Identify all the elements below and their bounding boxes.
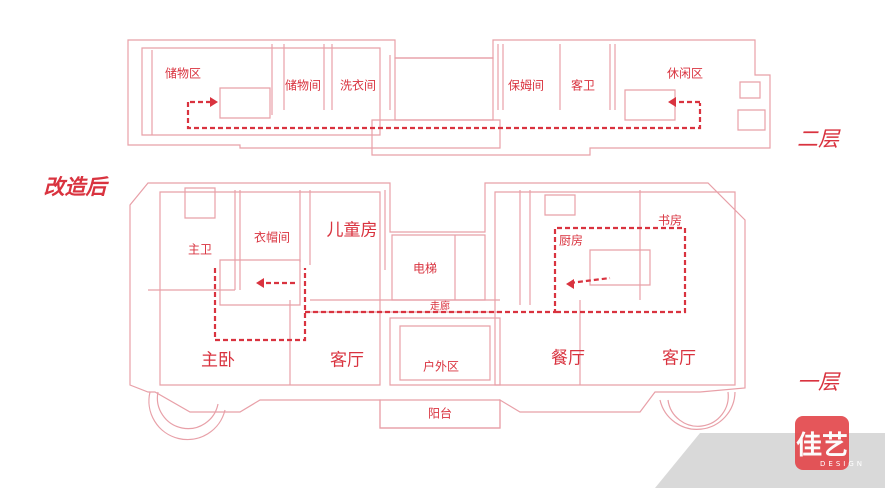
floor-label-lower: 一层 [797,370,839,394]
brand-logo: 佳艺 [795,416,849,470]
lower-route-arrow-right [569,276,611,285]
brand-logo-text: DESIGN [820,460,865,468]
room-label: 衣帽间 [253,230,291,245]
room-label: 阳台 [427,406,453,421]
room-label: 走廊 [430,301,450,313]
lower-floor-outline [129,182,746,441]
floor-label-upper: 二层 [797,127,839,151]
room-label: 储物间 [284,78,322,93]
room-label: 客厅 [662,348,696,369]
room-label: 洗衣间 [339,78,377,93]
upper-route [186,102,702,130]
room-label: 客卫 [570,78,596,93]
room-label: 客厅 [330,350,364,371]
plan-title: 改造后 [43,175,107,199]
room-label: 休闲区 [666,66,704,81]
room-label: 厨房 [558,233,584,248]
room-label: 儿童房 [326,220,378,241]
room-label: 书房 [657,213,683,228]
room-label: 储物区 [164,66,202,81]
room-label: 主卫 [187,242,213,257]
room-label: 主卧 [201,350,235,371]
upper-floor-outline [127,39,771,156]
lower-route [213,226,687,342]
room-label: 电梯 [412,261,438,276]
room-label: 餐厅 [551,348,585,369]
room-label: 保姆间 [507,78,545,93]
room-label: 户外区 [422,359,460,374]
